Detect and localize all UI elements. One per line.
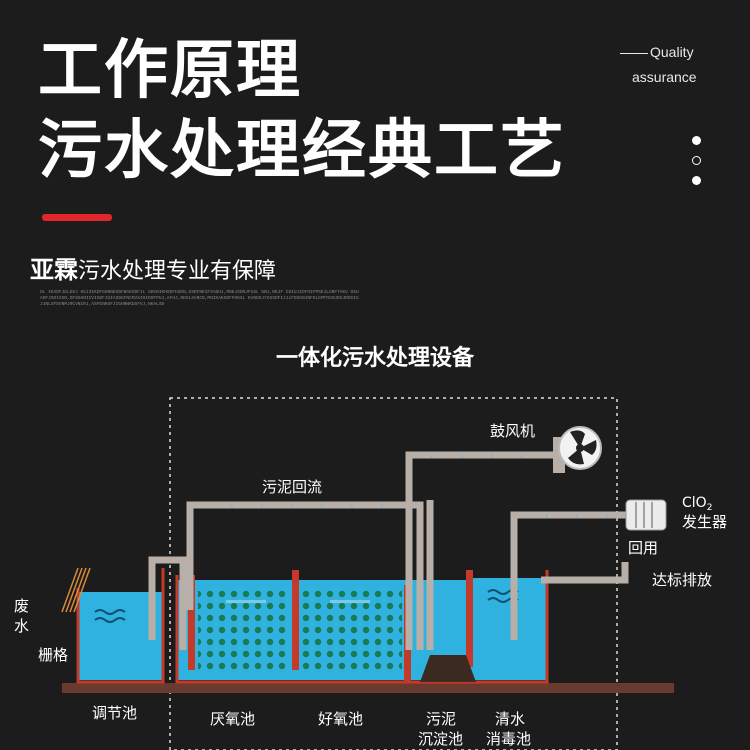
title-line-1: 工作原理	[38, 34, 302, 108]
svg-text:‹: ‹	[520, 452, 524, 462]
svg-text:‹: ‹	[230, 502, 234, 512]
quality-assurance: Quality assurance	[620, 40, 740, 90]
svg-text:‹: ‹	[605, 512, 609, 522]
discharge-pipe	[541, 562, 629, 584]
svg-text:‹: ‹	[490, 452, 494, 462]
svg-text:‹: ‹	[320, 502, 324, 512]
svg-text:‹: ‹	[260, 502, 264, 512]
qa-line-1: Quality	[620, 40, 740, 65]
wave-icon	[226, 600, 266, 603]
aerobic-bubbles	[302, 585, 402, 671]
label-aerobic-tank: 好氧池	[318, 710, 363, 728]
qa-line-2: assurance	[632, 69, 697, 85]
label-generator: 发生器	[682, 513, 727, 531]
generator-icon	[625, 499, 667, 531]
dot-icon	[692, 136, 701, 145]
title-line-2: 污水处理经典工艺	[38, 114, 566, 188]
disinfect-water	[472, 578, 547, 680]
label-sludge-return: 污泥回流	[262, 478, 322, 496]
equipment-boundary	[169, 397, 618, 750]
dot-ring-icon	[692, 156, 701, 165]
sludge-hopper	[420, 655, 476, 682]
svg-text:‹: ‹	[460, 452, 464, 462]
main-tank-wall	[175, 570, 549, 684]
dash-icon	[620, 52, 648, 54]
accent-bar	[42, 214, 112, 221]
label-regulating-tank: 调节池	[92, 704, 137, 722]
lift-pipe	[148, 556, 187, 650]
label-disinfect-tank-2: 消毒池	[486, 730, 531, 748]
brand-slogan: 污水处理专业有保障	[78, 259, 277, 284]
air-pipe	[405, 451, 555, 650]
svg-text:‹: ‹	[430, 452, 434, 462]
label-wastewater-1: 废	[14, 597, 29, 615]
svg-text:‹: ‹	[380, 502, 384, 512]
svg-text:‹: ‹	[290, 502, 294, 512]
svg-text:‹: ‹	[545, 512, 549, 522]
wave-icon	[330, 600, 370, 603]
dot-icon	[692, 176, 701, 185]
flow-arrows: ‹ ‹ ‹ ‹ ‹ ‹ ‹ ‹ ‹ ‹ ‹ ‹ ‹	[230, 452, 609, 522]
anoxic-bubbles	[198, 585, 290, 671]
base-slab	[62, 683, 674, 693]
label-clo2: ClO2	[682, 495, 712, 513]
regulating-tank-wall	[76, 568, 165, 684]
brand: 亚霖污水处理专业有保障	[30, 250, 276, 285]
svg-text:‹: ‹	[350, 502, 354, 512]
label-anoxic-tank: 厌氧池	[210, 710, 255, 728]
fine-print: OL IKSDFJGLDSJ HGJ3IKDFGHNNKSDFBAKSDFJL …	[40, 290, 359, 307]
label-grille: 栅格	[38, 646, 68, 664]
svg-text:‹: ‹	[575, 512, 579, 522]
clo2-pipe	[510, 511, 630, 640]
more-menu[interactable]	[692, 136, 704, 196]
generator-fins	[635, 502, 653, 528]
label-disinfect-tank-1: 清水	[495, 710, 525, 728]
partition	[466, 570, 473, 667]
label-settling-tank-2: 沉淀池	[418, 730, 463, 748]
label-settling-tank-1: 污泥	[426, 710, 456, 728]
diagram-title: 一体化污水处理设备	[275, 346, 474, 371]
fan-blades-icon	[568, 430, 597, 465]
label-wastewater-2: 水	[14, 617, 29, 635]
grille-icon	[61, 567, 91, 613]
label-blower: 鼓风机	[490, 422, 535, 440]
partition	[188, 575, 195, 670]
partition	[292, 570, 299, 670]
brand-name: 亚霖	[30, 255, 78, 284]
sludge-return-pipe	[186, 501, 424, 650]
label-discharge: 达标排放	[652, 571, 712, 589]
label-reuse: 回用	[628, 539, 658, 557]
pipe-network	[148, 451, 630, 650]
